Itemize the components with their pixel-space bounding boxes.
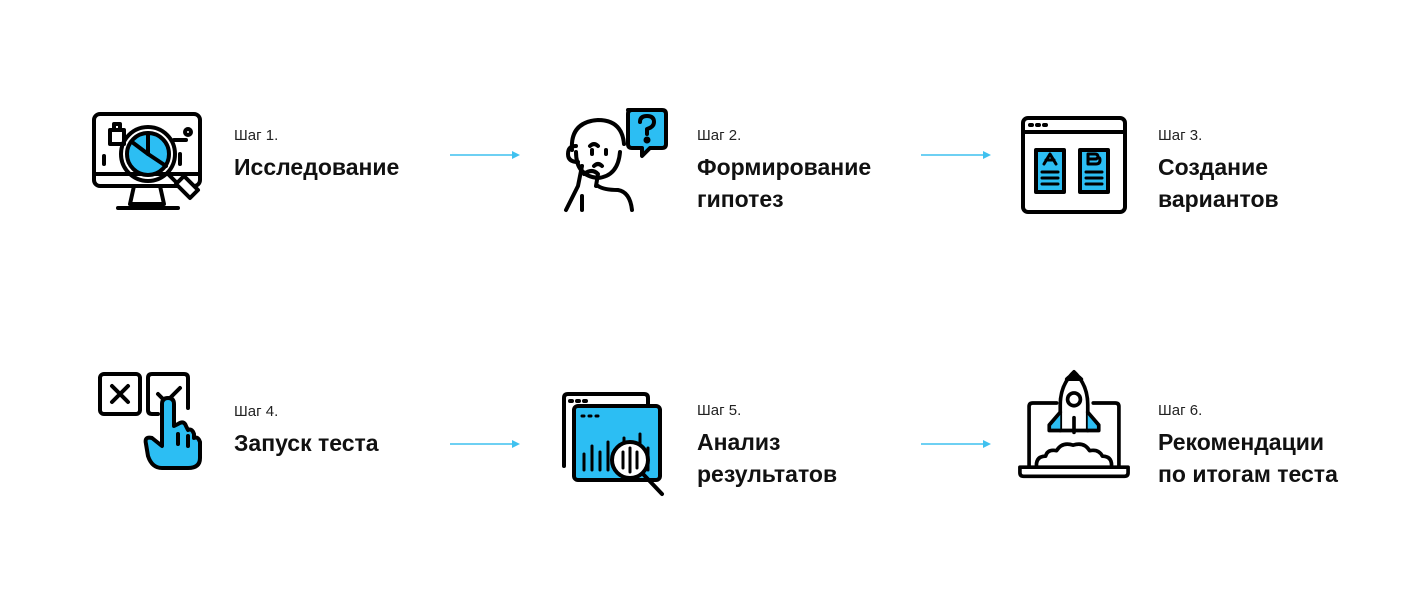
rocket-laptop-icon bbox=[1014, 370, 1134, 480]
thinking-person-icon bbox=[558, 106, 678, 216]
ab-variants-icon bbox=[1018, 110, 1138, 220]
monitor-research-icon bbox=[88, 108, 208, 218]
checkbox-select-icon bbox=[96, 368, 216, 478]
step-5-title: Анализ результатов bbox=[697, 429, 838, 487]
step-5-number: Шаг 5. bbox=[697, 402, 742, 419]
step-6-title: Рекомендации по итогам теста bbox=[1158, 429, 1338, 487]
step-4-title: Запуск теста bbox=[234, 430, 379, 456]
arrow-4-to-5 bbox=[450, 439, 522, 449]
arrow-5-to-6 bbox=[921, 439, 993, 449]
chart-analysis-icon bbox=[558, 390, 678, 500]
step-3-number: Шаг 3. bbox=[1158, 127, 1203, 144]
step-1-number: Шаг 1. bbox=[234, 127, 279, 144]
step-6-number: Шаг 6. bbox=[1158, 402, 1203, 419]
step-1-title: Исследование bbox=[234, 154, 400, 180]
step-2-number: Шаг 2. bbox=[697, 127, 742, 144]
arrow-1-to-2 bbox=[450, 150, 522, 160]
step-3-title: Создание вариантов bbox=[1158, 154, 1279, 212]
step-4-number: Шаг 4. bbox=[234, 403, 279, 420]
step-2-title: Формирование гипотез bbox=[697, 154, 872, 212]
arrow-2-to-3 bbox=[921, 150, 993, 160]
